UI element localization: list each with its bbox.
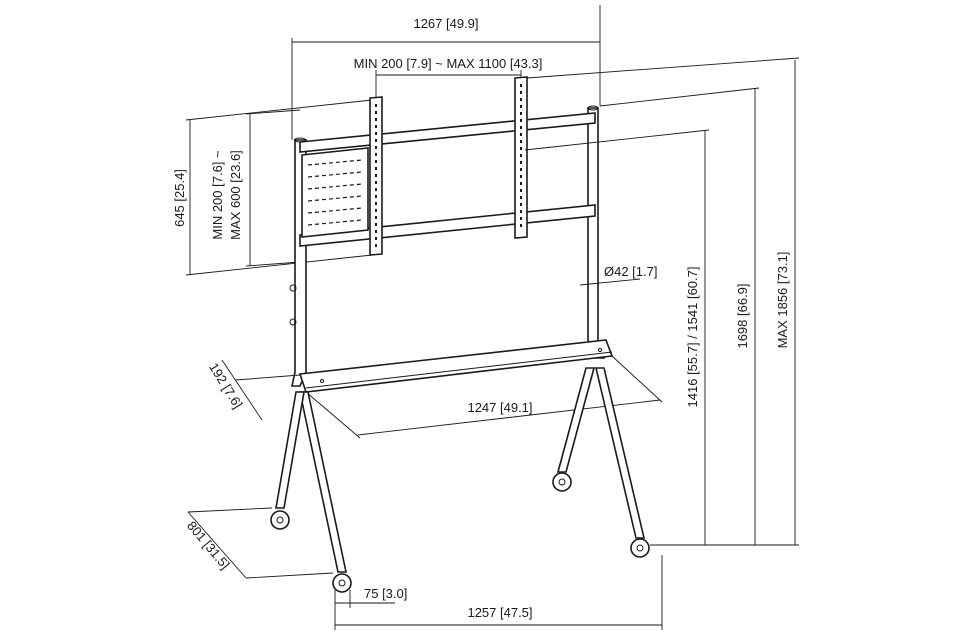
label-overall-width: 1267 [49.9] xyxy=(413,16,478,31)
dim-base-depth: 801 [31.5] xyxy=(184,507,334,579)
label-vesa-horizontal: MIN 200 [7.9] ~ MAX 1100 [43.3] xyxy=(354,56,543,71)
label-center-height: 1416 [55.7] / 1541 [60.7] xyxy=(685,267,700,408)
casters xyxy=(270,472,650,593)
dim-tube-diameter: Ø42 [1.7] xyxy=(579,264,657,286)
right-upright xyxy=(587,105,606,359)
label-shelf-depth: 192 [7.6] xyxy=(206,360,246,411)
dim-shelf-depth: 192 [7.6] xyxy=(206,359,301,421)
left-bracket xyxy=(369,96,383,256)
dim-max-height: MAX 1856 [73.1] xyxy=(526,57,800,546)
cable-plate xyxy=(301,147,369,238)
dim-base-width: 1257 [47.5] xyxy=(335,555,663,630)
dim-vesa-horizontal: MIN 200 [7.9] ~ MAX 1100 [43.3] xyxy=(354,56,543,97)
dim-vesa-vertical: MIN 200 [7.6] ~ MAX 600 [23.6] xyxy=(210,109,301,267)
dim-shelf-width: 1247 [49.1] xyxy=(305,355,663,439)
label-vesa-vertical-2: MAX 600 [23.6] xyxy=(228,150,243,240)
label-max-height: MAX 1856 [73.1] xyxy=(775,252,790,349)
label-caster-offset: 75 [3.0] xyxy=(364,586,407,601)
dim-height: 1698 [66.9] xyxy=(599,87,760,546)
label-base-width: 1257 [47.5] xyxy=(467,605,532,620)
dim-overall-width: 1267 [49.9] xyxy=(291,5,601,140)
label-base-depth: 801 [31.5] xyxy=(184,518,233,572)
label-height: 1698 [66.9] xyxy=(735,283,750,348)
dim-rail-height: 645 [25.4] xyxy=(172,99,373,276)
label-vesa-vertical-1: MIN 200 [7.6] ~ xyxy=(210,150,225,240)
label-tube-diameter: Ø42 [1.7] xyxy=(604,264,657,279)
shelf xyxy=(298,339,614,393)
legs xyxy=(275,367,646,573)
dim-caster-offset: 75 [3.0] xyxy=(334,586,407,630)
dim-center-height: 1416 [55.7] / 1541 [60.7] xyxy=(524,129,710,546)
label-rail-height: 645 [25.4] xyxy=(172,169,187,227)
right-bracket xyxy=(514,76,528,239)
label-shelf-width: 1247 [49.1] xyxy=(467,400,532,415)
